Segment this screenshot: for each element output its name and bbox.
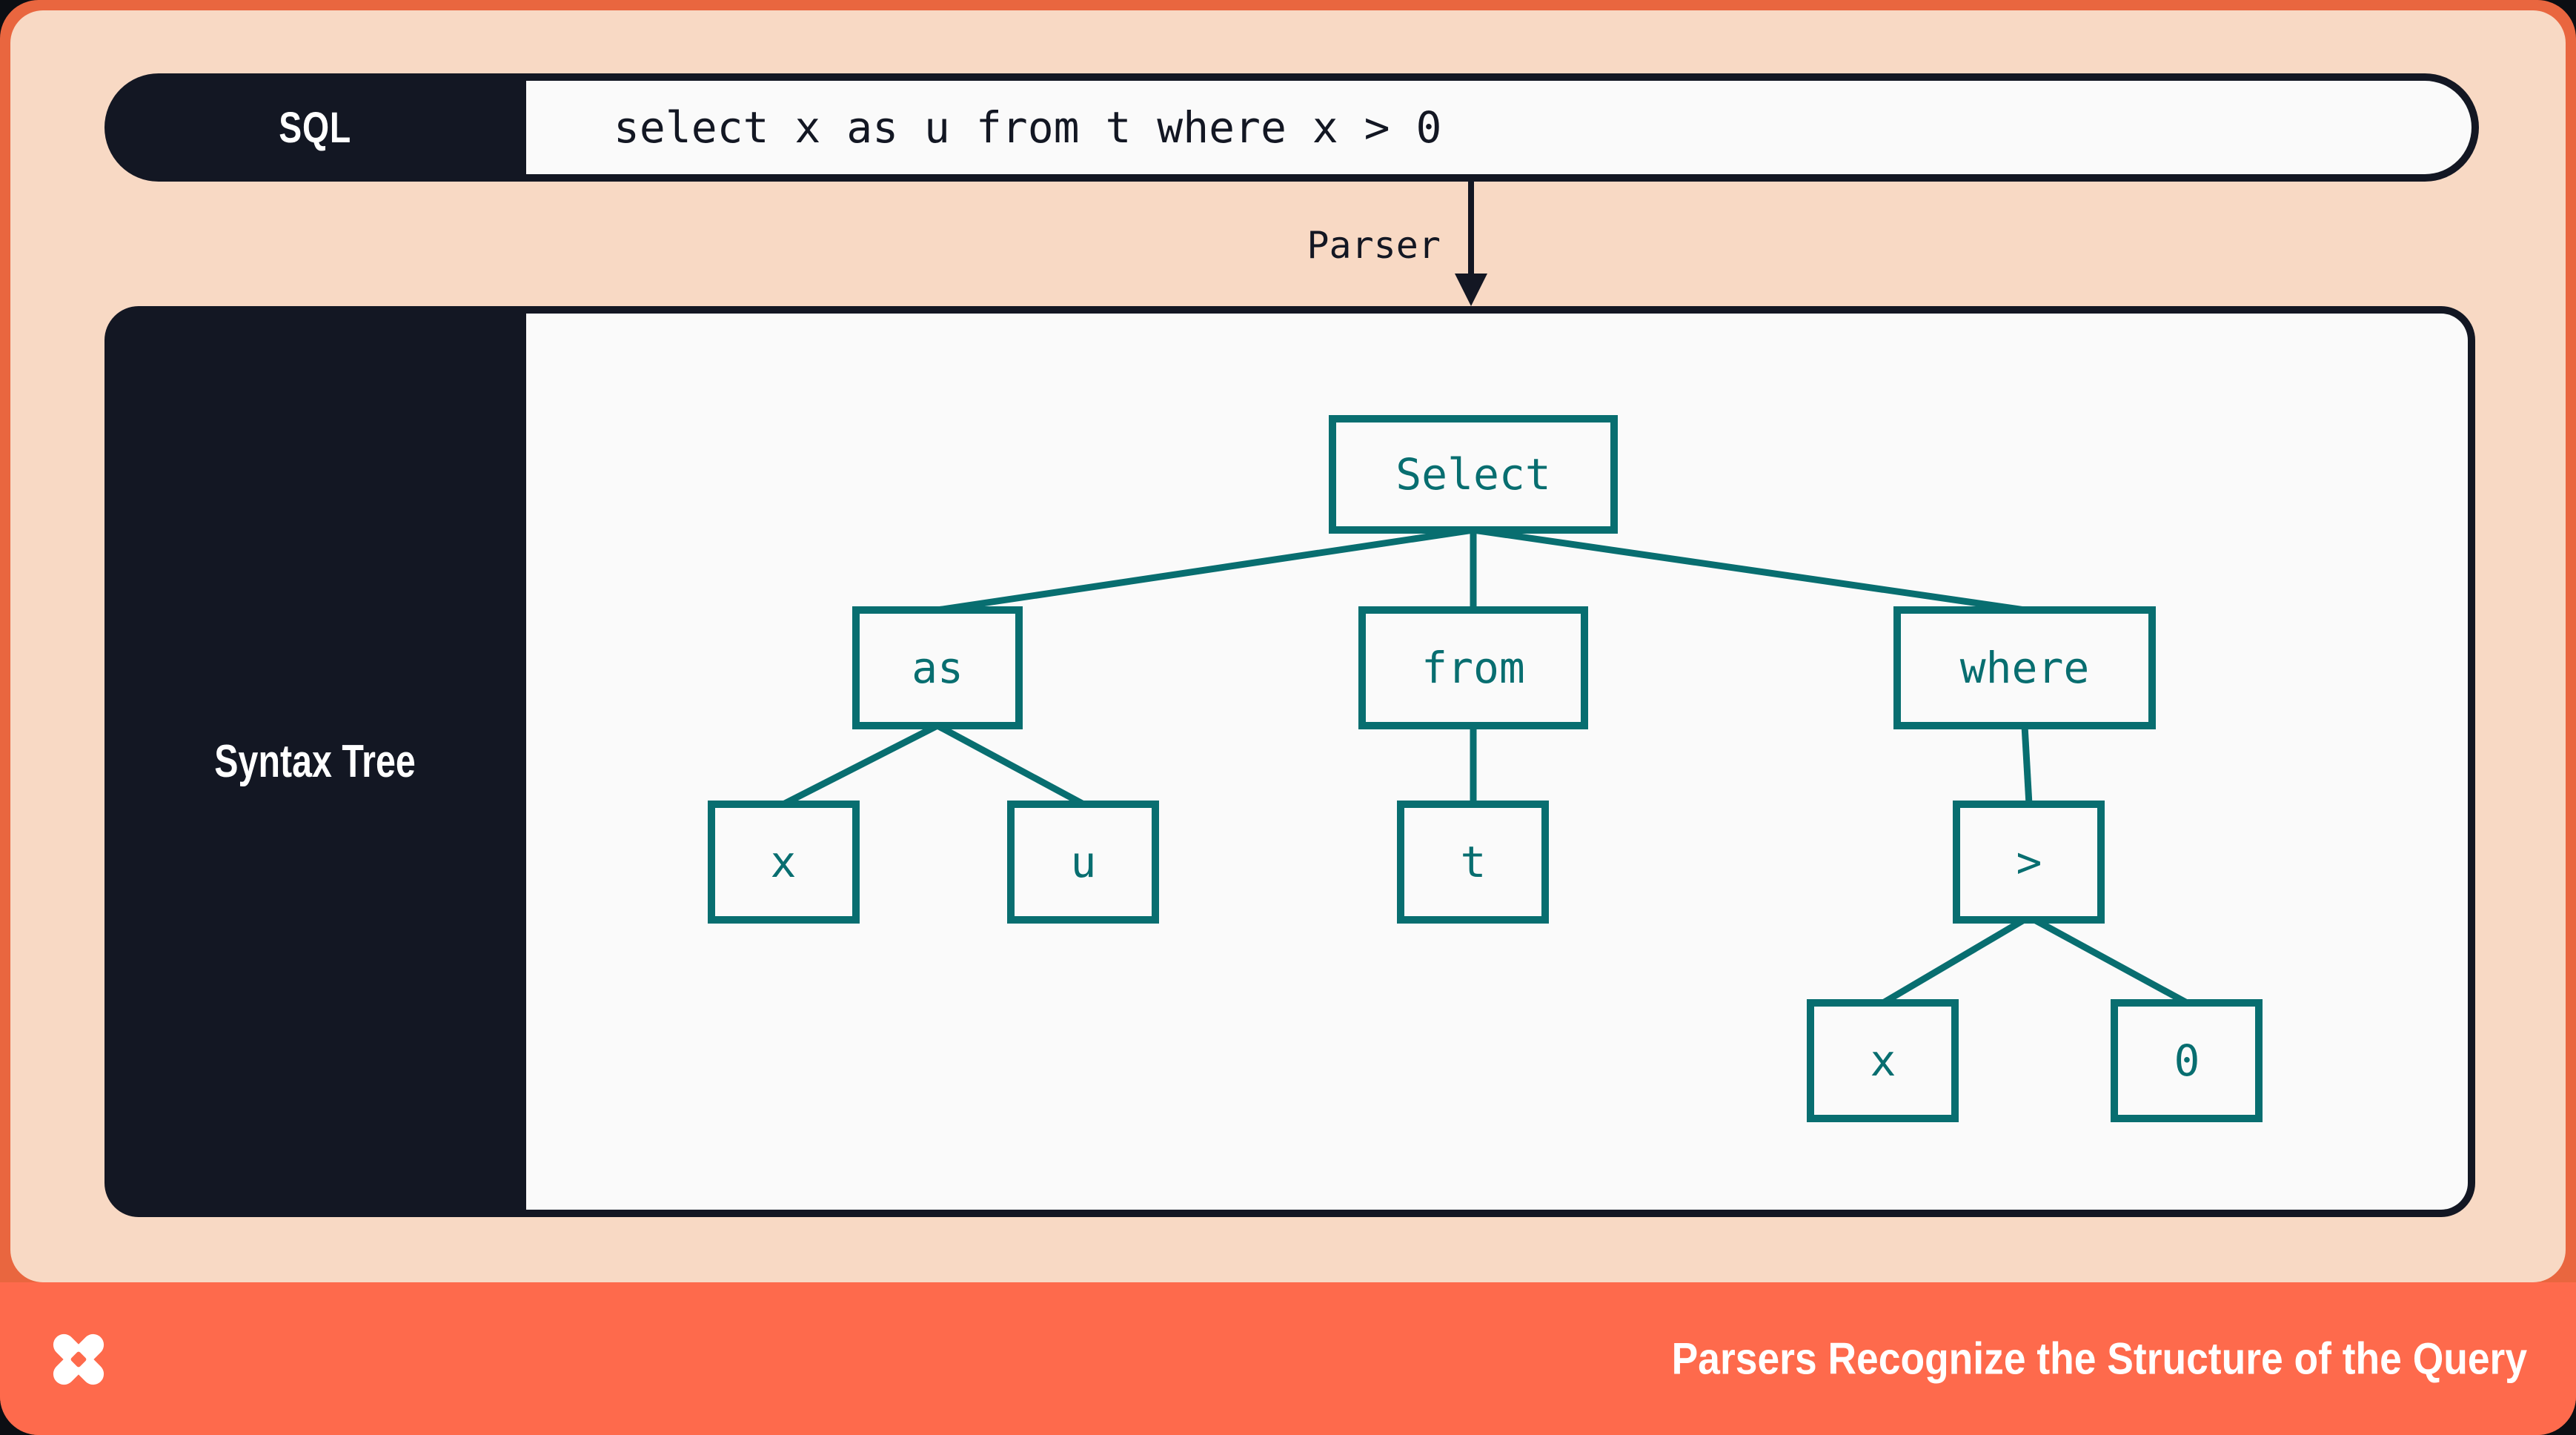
tree-node-box <box>2111 999 2263 1122</box>
tree-node-x-alias: x <box>708 801 860 924</box>
footer-title: Parsers Recognize the Structure of the Q… <box>1566 1333 2527 1385</box>
tree-node-label: x <box>771 837 797 887</box>
tree-node-label: from <box>1421 643 1525 693</box>
syntax-tree-canvas: Select as from where x <box>526 314 2468 1210</box>
tree-node-gt: > <box>1953 801 2105 924</box>
tree-edge <box>2027 914 2189 1006</box>
sql-query-text: select x as u from t where x > 0 <box>614 102 1442 153</box>
tree-node-label: Select <box>1395 449 1551 500</box>
tree-edge <box>1881 914 2031 1006</box>
tree-node-box <box>1329 415 1618 534</box>
tree-node-from: from <box>1358 606 1588 729</box>
syntax-tree-svg: Select as from where x <box>708 415 2263 1122</box>
tree-node-box <box>1893 606 2156 729</box>
tree-node-label: > <box>2016 837 2042 887</box>
dolt-logo-icon <box>53 1333 104 1385</box>
tree-node-select: Select <box>1329 415 1618 534</box>
sql-bar-label-area: SQL <box>104 73 526 182</box>
arrow-head-icon <box>1455 274 1487 306</box>
tree-node-label: as <box>912 643 963 693</box>
sql-query-field: select x as u from t where x > 0 <box>526 81 2472 174</box>
tree-node-u: u <box>1007 801 1159 924</box>
tree-node-label: t <box>1461 837 1487 887</box>
tree-node-box <box>1007 801 1159 924</box>
tree-node-box <box>852 606 1023 729</box>
tree-edge <box>937 526 1474 614</box>
tree-node-where: where <box>1893 606 2156 729</box>
tree-node-label: where <box>1960 643 2090 693</box>
tree-node-box <box>1397 801 1549 924</box>
tree-node-box <box>1807 999 1959 1122</box>
tree-node-label: x <box>1870 1035 1896 1086</box>
sql-bar: SQL select x as u from t where x > 0 <box>104 73 2479 182</box>
tree-node-box <box>1358 606 1588 729</box>
tree-node-t: t <box>1397 801 1549 924</box>
sql-bar-label: SQL <box>279 103 352 152</box>
tree-edge <box>781 722 940 808</box>
tree-edges <box>781 526 2189 1006</box>
syntax-tree-box: Syntax Tree Select <box>104 306 2475 1217</box>
footer-title-text: Parsers Recognize the Structure of the Q… <box>1671 1333 2527 1384</box>
tree-edge <box>935 723 1086 807</box>
tree-node-as: as <box>852 606 1023 729</box>
tree-edge <box>2021 725 2033 805</box>
syntax-tree-label: Syntax Tree <box>214 736 416 787</box>
tree-node-x-cond: x <box>1807 999 1959 1122</box>
syntax-tree-label-area: Syntax Tree <box>104 306 526 1217</box>
footer-bar: Parsers Recognize the Structure of the Q… <box>0 1282 2576 1435</box>
tree-edge <box>1473 526 2025 614</box>
parser-label: Parser <box>1307 224 1441 267</box>
tree-node-box <box>708 801 860 924</box>
tree-node-zero: 0 <box>2111 999 2263 1122</box>
tree-node-label: 0 <box>2174 1035 2200 1086</box>
tree-node-box <box>1953 801 2105 924</box>
arrow-shaft <box>1468 182 1474 276</box>
tree-node-label: u <box>1071 837 1097 887</box>
